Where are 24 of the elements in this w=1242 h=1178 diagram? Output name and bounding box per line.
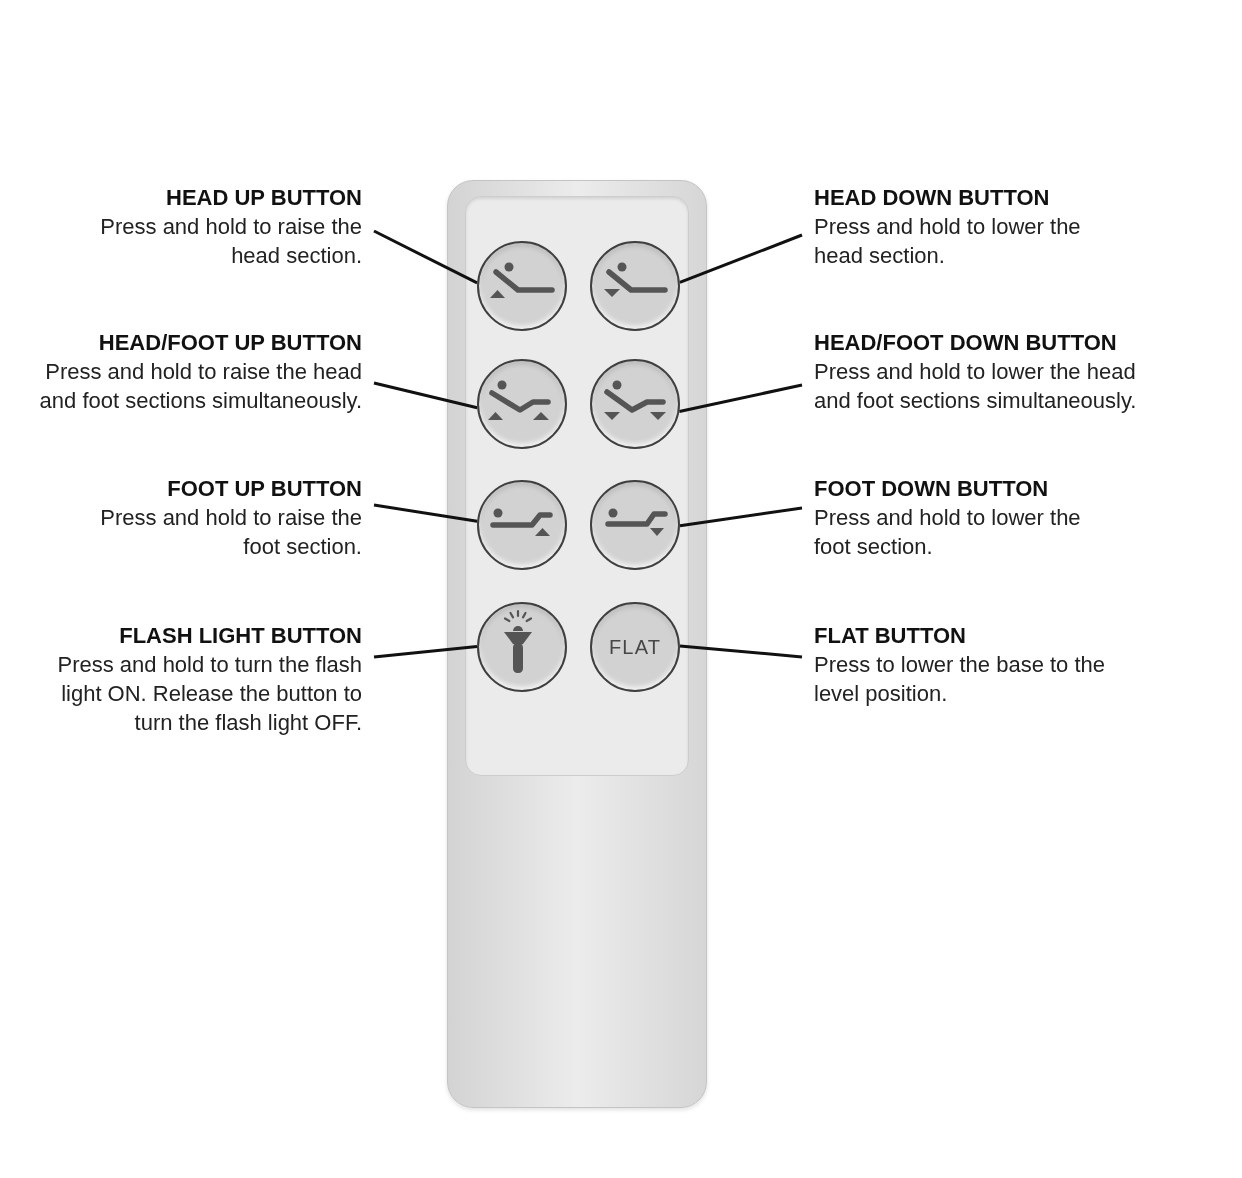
callout-description: Press and hold to raise the head section. [99,213,362,270]
callout-heading: FOOT DOWN BUTTON [814,475,1050,503]
leader-line [679,383,803,413]
callout-description: Press and hold to raise the foot section. [99,504,362,561]
leader-line [679,233,803,284]
callout-description: Press and hold to lower the head section. [814,213,1082,270]
leader-line [373,381,478,410]
leader-line [373,503,478,523]
leader-line [373,645,478,659]
leader-line [373,229,478,285]
callout-description: Press to lower the base to the level position. [814,651,1107,708]
callout-heading: FOOT UP BUTTON [166,475,362,503]
callout-heading: HEAD DOWN BUTTON [814,184,1051,212]
leader-line [679,506,803,528]
callout-heading: HEAD/FOOT DOWN BUTTON [814,329,1118,357]
callout-heading: HEAD/FOOT UP BUTTON [97,329,362,357]
callout-heading: FLAT BUTTON [814,622,967,650]
callout-description: Press and hold to turn the flash light ON. Release the button to turn the flash light OFF. [56,651,362,737]
callout-heading: HEAD UP BUTTON [165,184,362,212]
callout-description: Press and hold to lower the head and foot sections simultaneously. [814,358,1138,415]
callout-description: Press and hold to lower the foot section. [814,504,1082,561]
callout-heading: FLASH LIGHT BUTTON [118,622,362,650]
leader-line [679,644,803,659]
callout-description: Press and hold to raise the head and foot sections simultaneously. [38,358,362,415]
